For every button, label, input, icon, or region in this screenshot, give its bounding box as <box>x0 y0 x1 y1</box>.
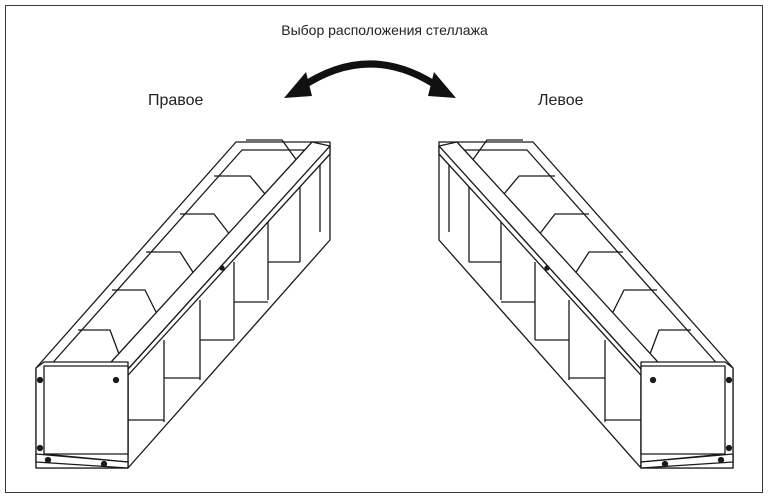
option-label-right[interactable]: Правое <box>148 92 204 109</box>
option-label-left[interactable]: Левое <box>538 92 584 109</box>
shelf-left-placement <box>438 139 734 469</box>
diagram-title: Выбор расположения стеллажа <box>281 22 488 38</box>
diagram-frame <box>5 5 763 493</box>
double-curved-arrow-icon <box>284 60 456 98</box>
shelf-right-placement <box>35 139 331 469</box>
